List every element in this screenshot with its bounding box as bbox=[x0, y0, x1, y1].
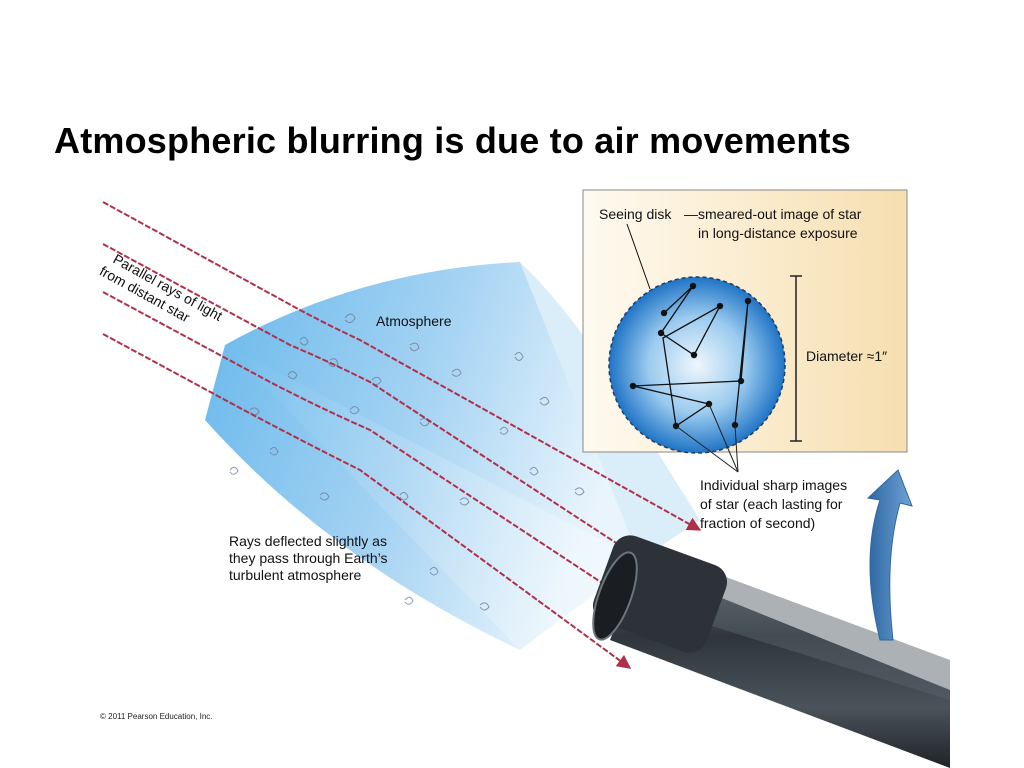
star-images-path bbox=[632, 285, 749, 428]
seeing-disk-label: Seeing disk bbox=[599, 206, 672, 222]
deflected-label-line2: they pass through Earth’s bbox=[229, 550, 388, 566]
seeing-disk-dash: — bbox=[684, 206, 698, 222]
copyright-text: © 2011 Pearson Education, Inc. bbox=[100, 712, 212, 721]
seeing-disk bbox=[608, 276, 786, 454]
diameter-label: Diameter ≈1″ bbox=[806, 348, 887, 364]
rays-label: Parallel rays of light from distant star bbox=[97, 251, 225, 326]
sharp-images-line2: of star (each lasting for bbox=[700, 496, 843, 512]
light-ray-4 bbox=[102, 333, 632, 669]
sharp-images-pointers bbox=[675, 403, 739, 473]
slide-title: Atmospheric blurring is due to air movem… bbox=[54, 120, 851, 161]
light-ray-1 bbox=[102, 201, 702, 531]
sharp-images-line3: fraction of second) bbox=[700, 515, 815, 531]
deflected-label-line1: Rays deflected slightly as bbox=[229, 533, 387, 549]
curved-arrow-icon bbox=[866, 469, 913, 641]
diameter-bracket bbox=[790, 275, 802, 442]
telescope-icon bbox=[592, 535, 950, 768]
sharp-images-line1: Individual sharp images bbox=[700, 477, 847, 493]
light-ray-2 bbox=[102, 243, 632, 553]
deflected-label-line3: turbulent atmosphere bbox=[229, 567, 362, 583]
seeing-disk-inset bbox=[582, 189, 908, 454]
seeing-desc-line2: in long-distance exposure bbox=[698, 225, 858, 241]
light-rays bbox=[102, 201, 702, 669]
atmosphere-label: Atmosphere bbox=[376, 313, 452, 329]
seeing-desc-line1: smeared-out image of star bbox=[698, 206, 862, 222]
light-ray-3 bbox=[102, 291, 630, 601]
